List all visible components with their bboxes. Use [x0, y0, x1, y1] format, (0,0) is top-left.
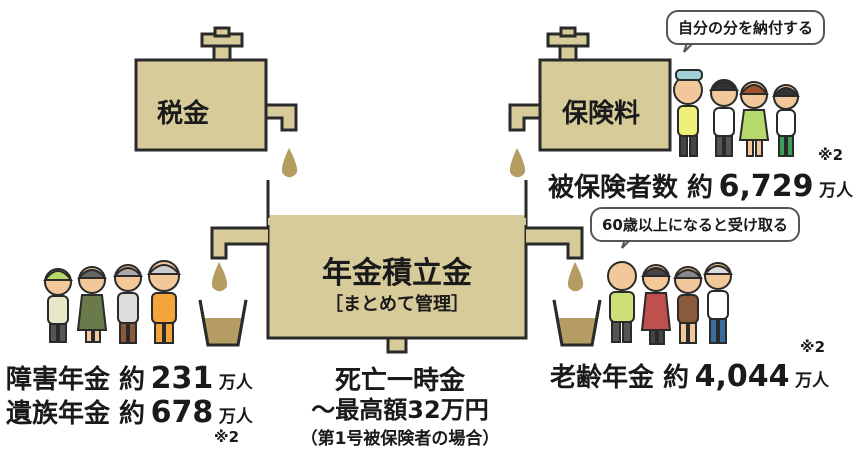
left-outlet-drop-icon: [211, 262, 228, 292]
old-age-count: 老齢年金 約 4,044 万人: [550, 362, 829, 392]
old-age-value: 4,044: [694, 359, 790, 394]
reserve-title: 年金積立金: [322, 256, 472, 291]
old-age-unit: 万人: [795, 371, 830, 391]
disability-unit: 万人: [218, 373, 253, 393]
tax-label: 税金: [157, 99, 210, 129]
disability-label: 障害年金 約: [6, 365, 146, 395]
lump-sum-condition: （第1号被保険者の場合）: [300, 429, 500, 449]
tax-tank: [134, 26, 298, 152]
receive-bubble: 60歳以上になると受け取る: [590, 207, 800, 242]
premium-tank: [508, 26, 672, 152]
old-age-note: ※2: [800, 338, 826, 356]
insured-label: 被保険者数 約: [548, 173, 714, 203]
left-cup-icon: [198, 299, 248, 347]
reserve-tank: [210, 180, 584, 354]
survivor-label: 遺族年金 約: [6, 399, 146, 429]
receivers-group-icon: [607, 261, 734, 345]
survivor-value: 678: [150, 395, 214, 430]
survivor-note: ※2: [214, 428, 240, 446]
premium-label: 保険料: [562, 99, 641, 129]
right-cup-icon: [552, 299, 602, 347]
payers-group-icon: [673, 69, 801, 157]
disability-count: 障害年金 約 231 万人: [6, 364, 253, 394]
reserve-subtitle: ［まとめて管理］: [325, 294, 469, 315]
old-age-label: 老齢年金 約: [550, 363, 690, 393]
survivor-unit: 万人: [218, 407, 253, 427]
disability-value: 231: [150, 361, 214, 396]
insured-value: 6,729: [718, 169, 814, 204]
tax-drop-icon: [281, 148, 298, 178]
lump-sum-amount: ～最高額32万円: [311, 396, 489, 424]
insured-unit: 万人: [819, 181, 854, 201]
pay-bubble: 自分の分を納付する: [666, 10, 826, 45]
insured-note: ※2: [818, 146, 844, 164]
insured-count: 被保険者数 約 6,729 万人: [548, 172, 853, 202]
lump-sum-title: 死亡一時金: [334, 366, 465, 396]
premium-drop-icon: [509, 148, 526, 178]
right-outlet-drop-icon: [567, 262, 584, 292]
beneficiaries-group-icon: [43, 260, 182, 344]
survivor-count: 遺族年金 約 678 万人: [6, 398, 253, 428]
